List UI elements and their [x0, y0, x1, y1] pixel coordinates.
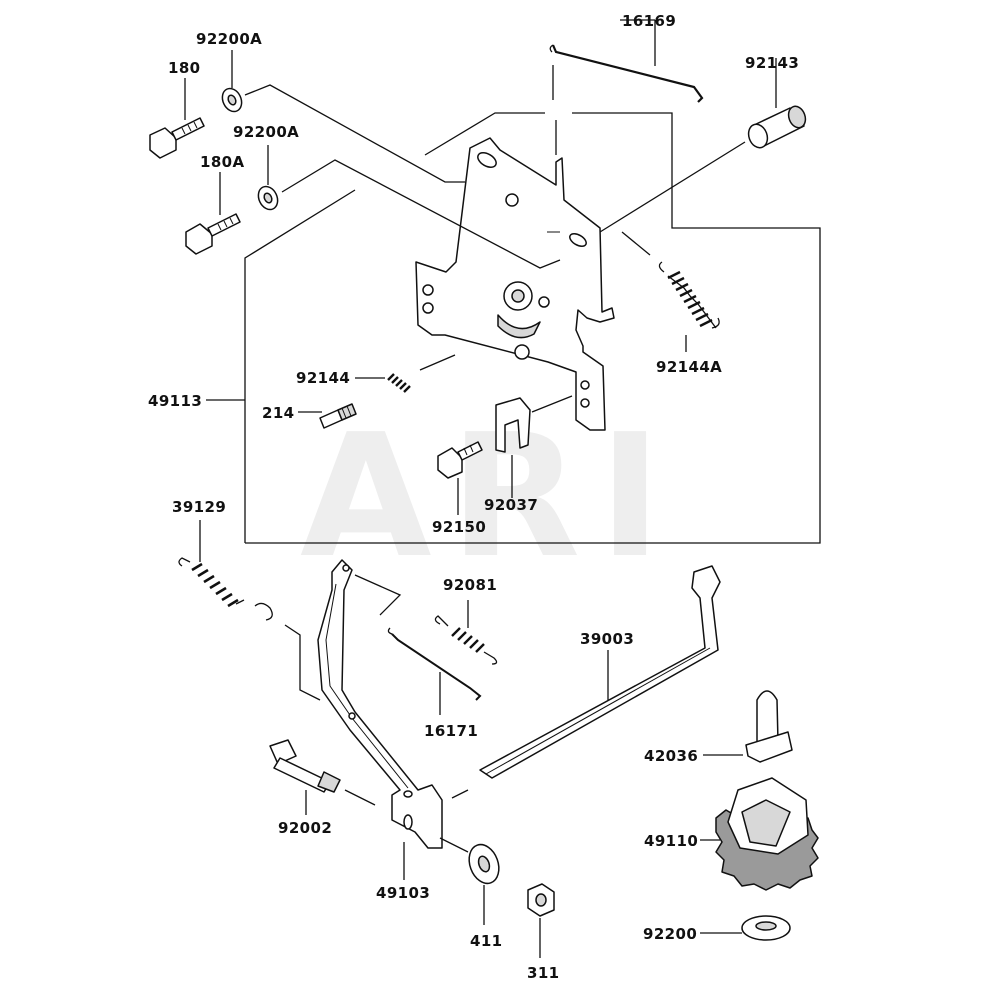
label-92200: 92200 [643, 925, 697, 943]
bolt-180 [149, 78, 205, 159]
nut-311 [527, 883, 555, 958]
shaft-39003 [451, 565, 721, 799]
pin-42036 [703, 690, 793, 763]
label-92200A-upper: 92200A [196, 30, 262, 48]
pivot-bolt-92002 [269, 739, 376, 815]
clip-92037 [495, 395, 573, 498]
wire-link-16171 [387, 627, 482, 715]
lever-49103 [317, 559, 443, 880]
label-92150: 92150 [432, 518, 486, 536]
bolt-92150 [437, 441, 483, 515]
spring-92144 [355, 354, 456, 393]
label-92037: 92037 [484, 496, 538, 514]
assembly-frame [244, 112, 821, 544]
washer-92200A-upper [221, 50, 465, 183]
label-92144A: 92144A [656, 358, 722, 376]
label-39129: 39129 [172, 498, 226, 516]
spring-92144A [621, 231, 720, 352]
label-180A: 180A [200, 153, 245, 171]
label-92144: 92144 [296, 369, 350, 387]
label-92200A-lower: 92200A [233, 123, 299, 141]
label-49103: 49103 [376, 884, 430, 902]
collar-92143 [599, 58, 807, 233]
spring-39129 [178, 520, 321, 701]
control-plate-49113 [415, 137, 615, 431]
bolt-214 [298, 403, 357, 429]
label-49113: 49113 [148, 392, 202, 410]
label-311: 311 [527, 964, 560, 982]
label-16169: 16169 [622, 12, 676, 30]
label-92081: 92081 [443, 576, 497, 594]
wire-link-16169 [549, 19, 704, 155]
label-92143: 92143 [745, 54, 799, 72]
gear-49110 [700, 777, 819, 891]
label-180: 180 [168, 59, 201, 77]
washer-411 [439, 837, 500, 925]
label-214: 214 [262, 404, 295, 422]
label-42036: 42036 [644, 747, 698, 765]
label-49110: 49110 [644, 832, 698, 850]
label-411: 411 [470, 932, 503, 950]
washer-92200 [700, 915, 791, 941]
label-16171: 16171 [424, 722, 478, 740]
washer-92200A-lower [257, 145, 561, 269]
bolt-180A [185, 172, 241, 255]
label-39003: 39003 [580, 630, 634, 648]
watermark: ARI [300, 398, 680, 596]
label-92002: 92002 [278, 819, 332, 837]
spring-92081 [434, 600, 498, 665]
